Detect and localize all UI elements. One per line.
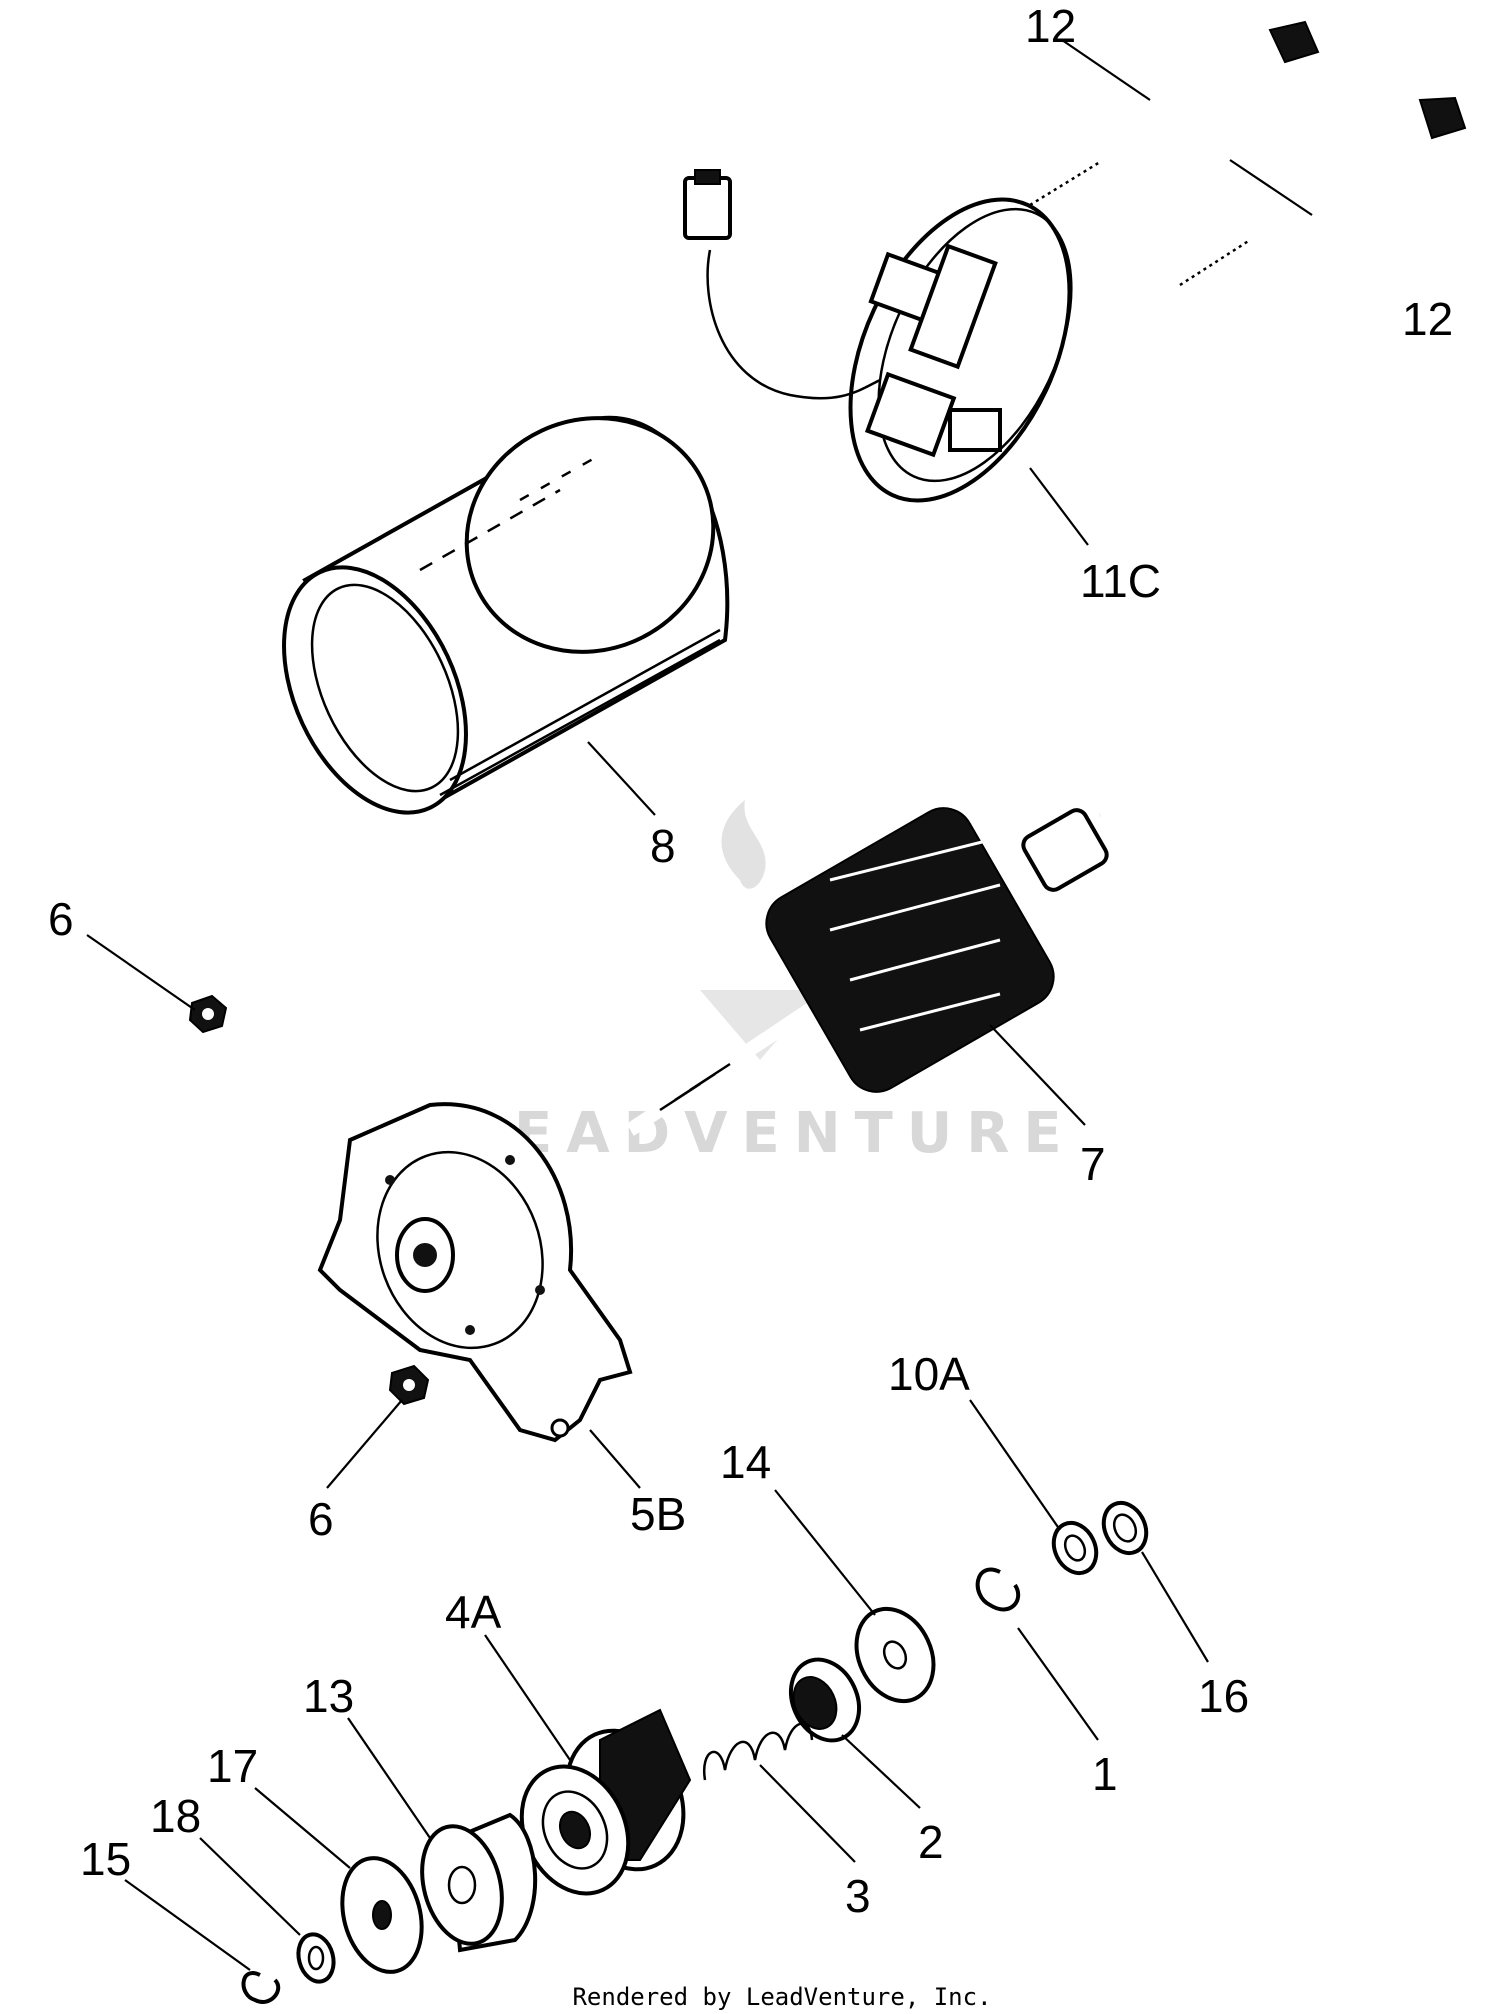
callout-12-upper: 12: [1025, 0, 1076, 52]
callout-8: 8: [650, 820, 676, 872]
callout-7: 7: [1080, 1138, 1106, 1190]
dust-cover-13: [420, 1812, 538, 1953]
pinion-gear-4A: [519, 1708, 692, 1896]
through-bolt-lower: [1178, 96, 1467, 288]
retaining-ring-1: [975, 1567, 1021, 1612]
callout-17: 17: [207, 1740, 258, 1792]
leader-lines: [86, 39, 1313, 1971]
callout-1: 1: [1092, 1748, 1118, 1800]
motor-housing: [282, 415, 730, 815]
callout-18: 18: [150, 1790, 201, 1842]
through-bolt-upper: [1028, 20, 1320, 208]
armature: [626, 807, 1109, 1136]
callout-13: 13: [303, 1670, 354, 1722]
watermark: LEADVENTURE: [464, 800, 1075, 1166]
callout-14: 14: [720, 1436, 771, 1488]
callout-4A: 4A: [445, 1586, 502, 1638]
thrust-washer-14: [854, 1606, 936, 1704]
nut-lower: [388, 1364, 430, 1406]
render-credit: Rendered by LeadVenture, Inc.: [572, 1983, 991, 2011]
washer-18: [296, 1932, 336, 1984]
callout-6-upper: 6: [48, 893, 74, 945]
callout-10A: 10A: [888, 1348, 970, 1400]
callout-6-lower: 6: [308, 1493, 334, 1545]
callout-11C: 11C: [1080, 555, 1161, 607]
brush-end-cap: [683, 169, 1073, 503]
plate-17: [340, 1856, 424, 1974]
drive-end-bracket: [317, 1102, 633, 1443]
ring-16: [1101, 1500, 1149, 1556]
callout-2: 2: [918, 1816, 944, 1868]
callout-labels: 12 12 11C 8 6 7 6 5B 10A 14 4A 16 1 13 1…: [48, 0, 1453, 1922]
stop-collar-2: [788, 1657, 862, 1743]
callout-15: 15: [80, 1833, 131, 1885]
callout-16: 16: [1198, 1670, 1249, 1722]
spring-3: [702, 1722, 814, 1781]
washer-10A: [1051, 1520, 1099, 1576]
callout-3: 3: [845, 1870, 871, 1922]
callout-5B: 5B: [630, 1488, 686, 1540]
callout-12-lower: 12: [1402, 293, 1453, 345]
nut-upper: [188, 994, 228, 1034]
clip-15: [241, 1971, 281, 2004]
watermark-text: LEADVENTURE: [464, 1101, 1075, 1166]
